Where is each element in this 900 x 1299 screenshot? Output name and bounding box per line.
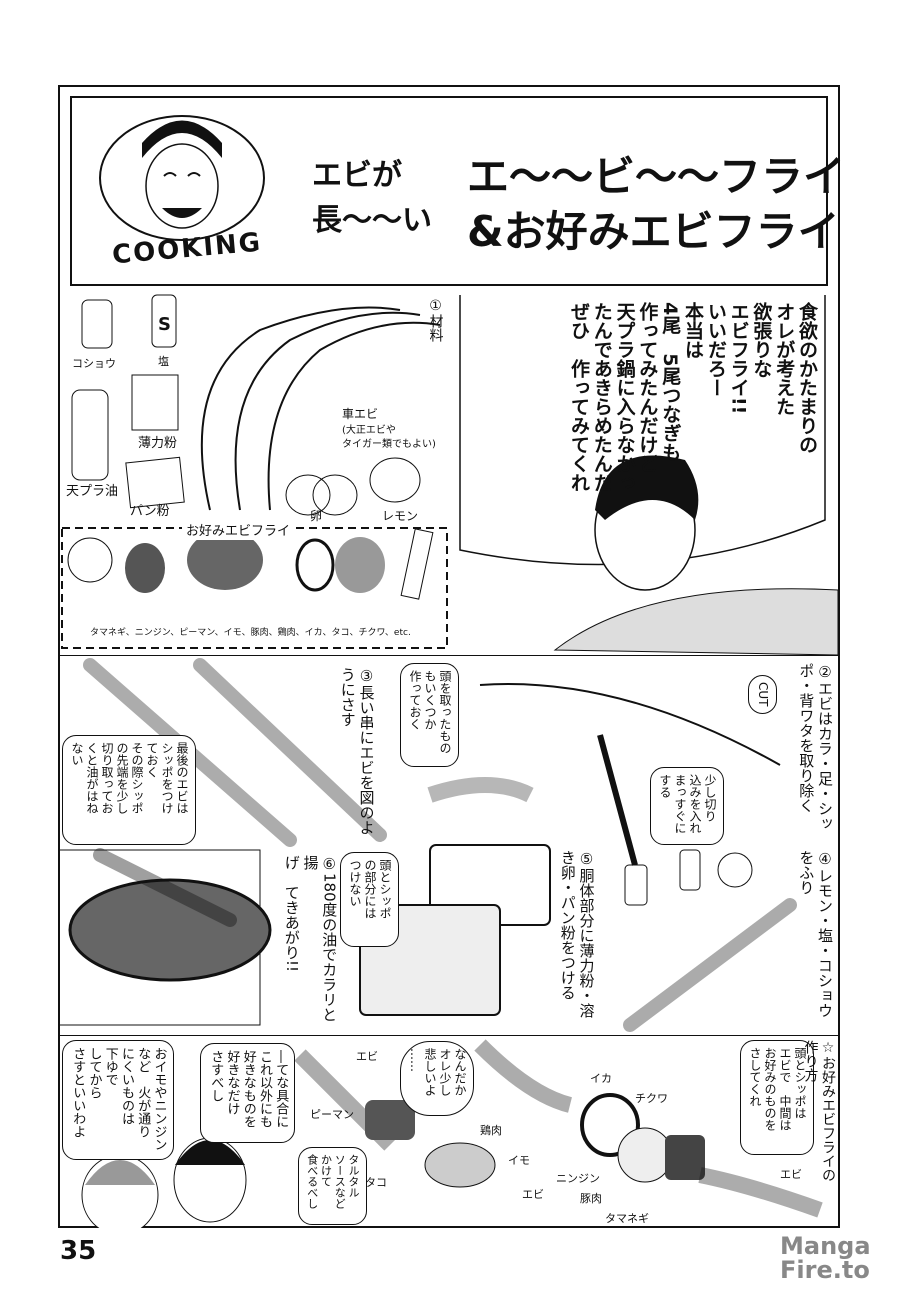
last-shrimp-note-bubble: 最後のエビは シッポをつけ ておく その際シッポ の先端を少し 切り取ってお く… [62, 735, 196, 845]
step-1-label: ①材料 [427, 298, 444, 342]
label-ika: イカ [590, 1072, 612, 1085]
watermark: Manga Fire.to [780, 1232, 871, 1284]
bottom-panel: おイモやニンジン など 火が通り にくいものは 下ゆで してから さすといいわよ… [60, 1035, 838, 1228]
ingredient-egg: 卵 [310, 509, 323, 523]
woman-speech-bubble: おイモやニンジン など 火が通り にくいものは 下ゆで してから さすといいわよ [62, 1040, 174, 1160]
no-coat-note-bubble: 頭とシッポ の部分には つけない [340, 852, 399, 947]
ingredient-salt: 塩 [158, 355, 169, 368]
step-4-text: ④レモン・塩・コショウ をふり [797, 850, 834, 1018]
label-carrot: ニンジン [556, 1172, 600, 1185]
chef-illustration [459, 295, 838, 655]
label-ebi-1: エビ [356, 1050, 378, 1063]
steps-panel: ③長い串にエビを図のよ うにさす 頭を取ったもの もいくつか 作っておく 最後の… [60, 655, 838, 1035]
label-ebi-3: エビ [780, 1168, 802, 1181]
label-pork: 豚肉 [580, 1192, 602, 1205]
ingredient-flour: 薄力粉 [138, 436, 178, 451]
ingredients-panel: ①材料 コショウ 塩 S 薄力粉 天プラ油 パン粉 卵 レモン 車エビ (大正エ… [60, 290, 455, 655]
cut-note-bubble: 少し切り 込みを入れ まっすぐに する [650, 767, 724, 845]
skewer-illustration [60, 1035, 838, 1228]
chef-bottom-speech-bubble: ―てな具合に これ以外にも 好きなものを 好きなだけ さすべし [200, 1043, 296, 1143]
chef-portrait-illustration [99, 115, 265, 241]
middle-note-bubble: 頭とシッポは エビで 中間は お好みのものを さしてくれ [740, 1040, 814, 1155]
ingredient-lemon: レモン [382, 509, 419, 523]
title-line-1: エ〜〜ビ〜〜フライ [467, 152, 846, 201]
ingredient-breadcrumbs: パン粉 [130, 504, 170, 519]
shrimp-note: (大正エビや タイガー類でもよい) [342, 425, 436, 450]
label-ebi-2: エビ [522, 1188, 544, 1201]
label-potato: イモ [508, 1154, 530, 1167]
ingredients-illustration [61, 294, 448, 649]
label-tako: タコ [365, 1176, 387, 1189]
label-chikuwa: チクワ [635, 1092, 668, 1105]
okonomi-heading: お好みエビフライ [182, 524, 295, 540]
title-panel: COOKING エビが 長〜〜い エ〜〜ビ〜〜フライ &お好みエビフライ [70, 96, 845, 286]
step-3-text: ③長い串にエビを図のよ うにさす [338, 667, 376, 835]
page-border [58, 85, 840, 1228]
shrimp-thought-bubble: なんだか オレ少し 悲しいよ …… [400, 1041, 474, 1116]
step-6-text: ⑥180度の油でカラリと揚 げ てきあがり!! [282, 855, 339, 1022]
label-piman: ピーマン [310, 1108, 354, 1121]
salt-s-mark: S [158, 314, 171, 335]
title-subtitle: エビが 長〜〜い [312, 158, 432, 238]
label-onion: タマネギ [605, 1212, 649, 1225]
tartar-note-bubble: タルタル ソースなど かけて 食べるべし [298, 1147, 367, 1225]
title-line-2: &お好みエビフライ [467, 207, 840, 256]
step-2-text: ②エビはカラ・足・シッ ポ・背ワタを取り除く [797, 663, 834, 831]
cut-bubble: CUT [748, 675, 777, 714]
how-to-heading: ☆お好みエビフライの 作り方 [802, 1040, 837, 1182]
label-chicken: 鶏肉 [480, 1124, 502, 1137]
chef-speech-text: 食欲のかたまりの オレが考えた 欲張りな エビフライ!! いいだろー 本当は 4… [568, 302, 818, 492]
okonomi-list: タマネギ、ニンジン、ピーマン、イモ、豚肉、鶏肉、イカ、タコ、チクワ、etc. [90, 628, 411, 638]
ingredient-tempura-oil: 天プラ油 [66, 484, 119, 499]
shrimp-label: 車エビ [342, 407, 379, 421]
chef-panel: 食欲のかたまりの オレが考えた 欲張りな エビフライ!! いいだろー 本当は 4… [455, 290, 838, 655]
head-note-bubble: 頭を取ったもの もいくつか 作っておく [400, 663, 459, 767]
step-5-text: ⑤胴体部分に薄力粉・溶 き卵・パン粉をつける [558, 850, 596, 1018]
ingredient-pepper: コショウ [72, 357, 116, 370]
page-number: 35 [60, 1236, 97, 1266]
